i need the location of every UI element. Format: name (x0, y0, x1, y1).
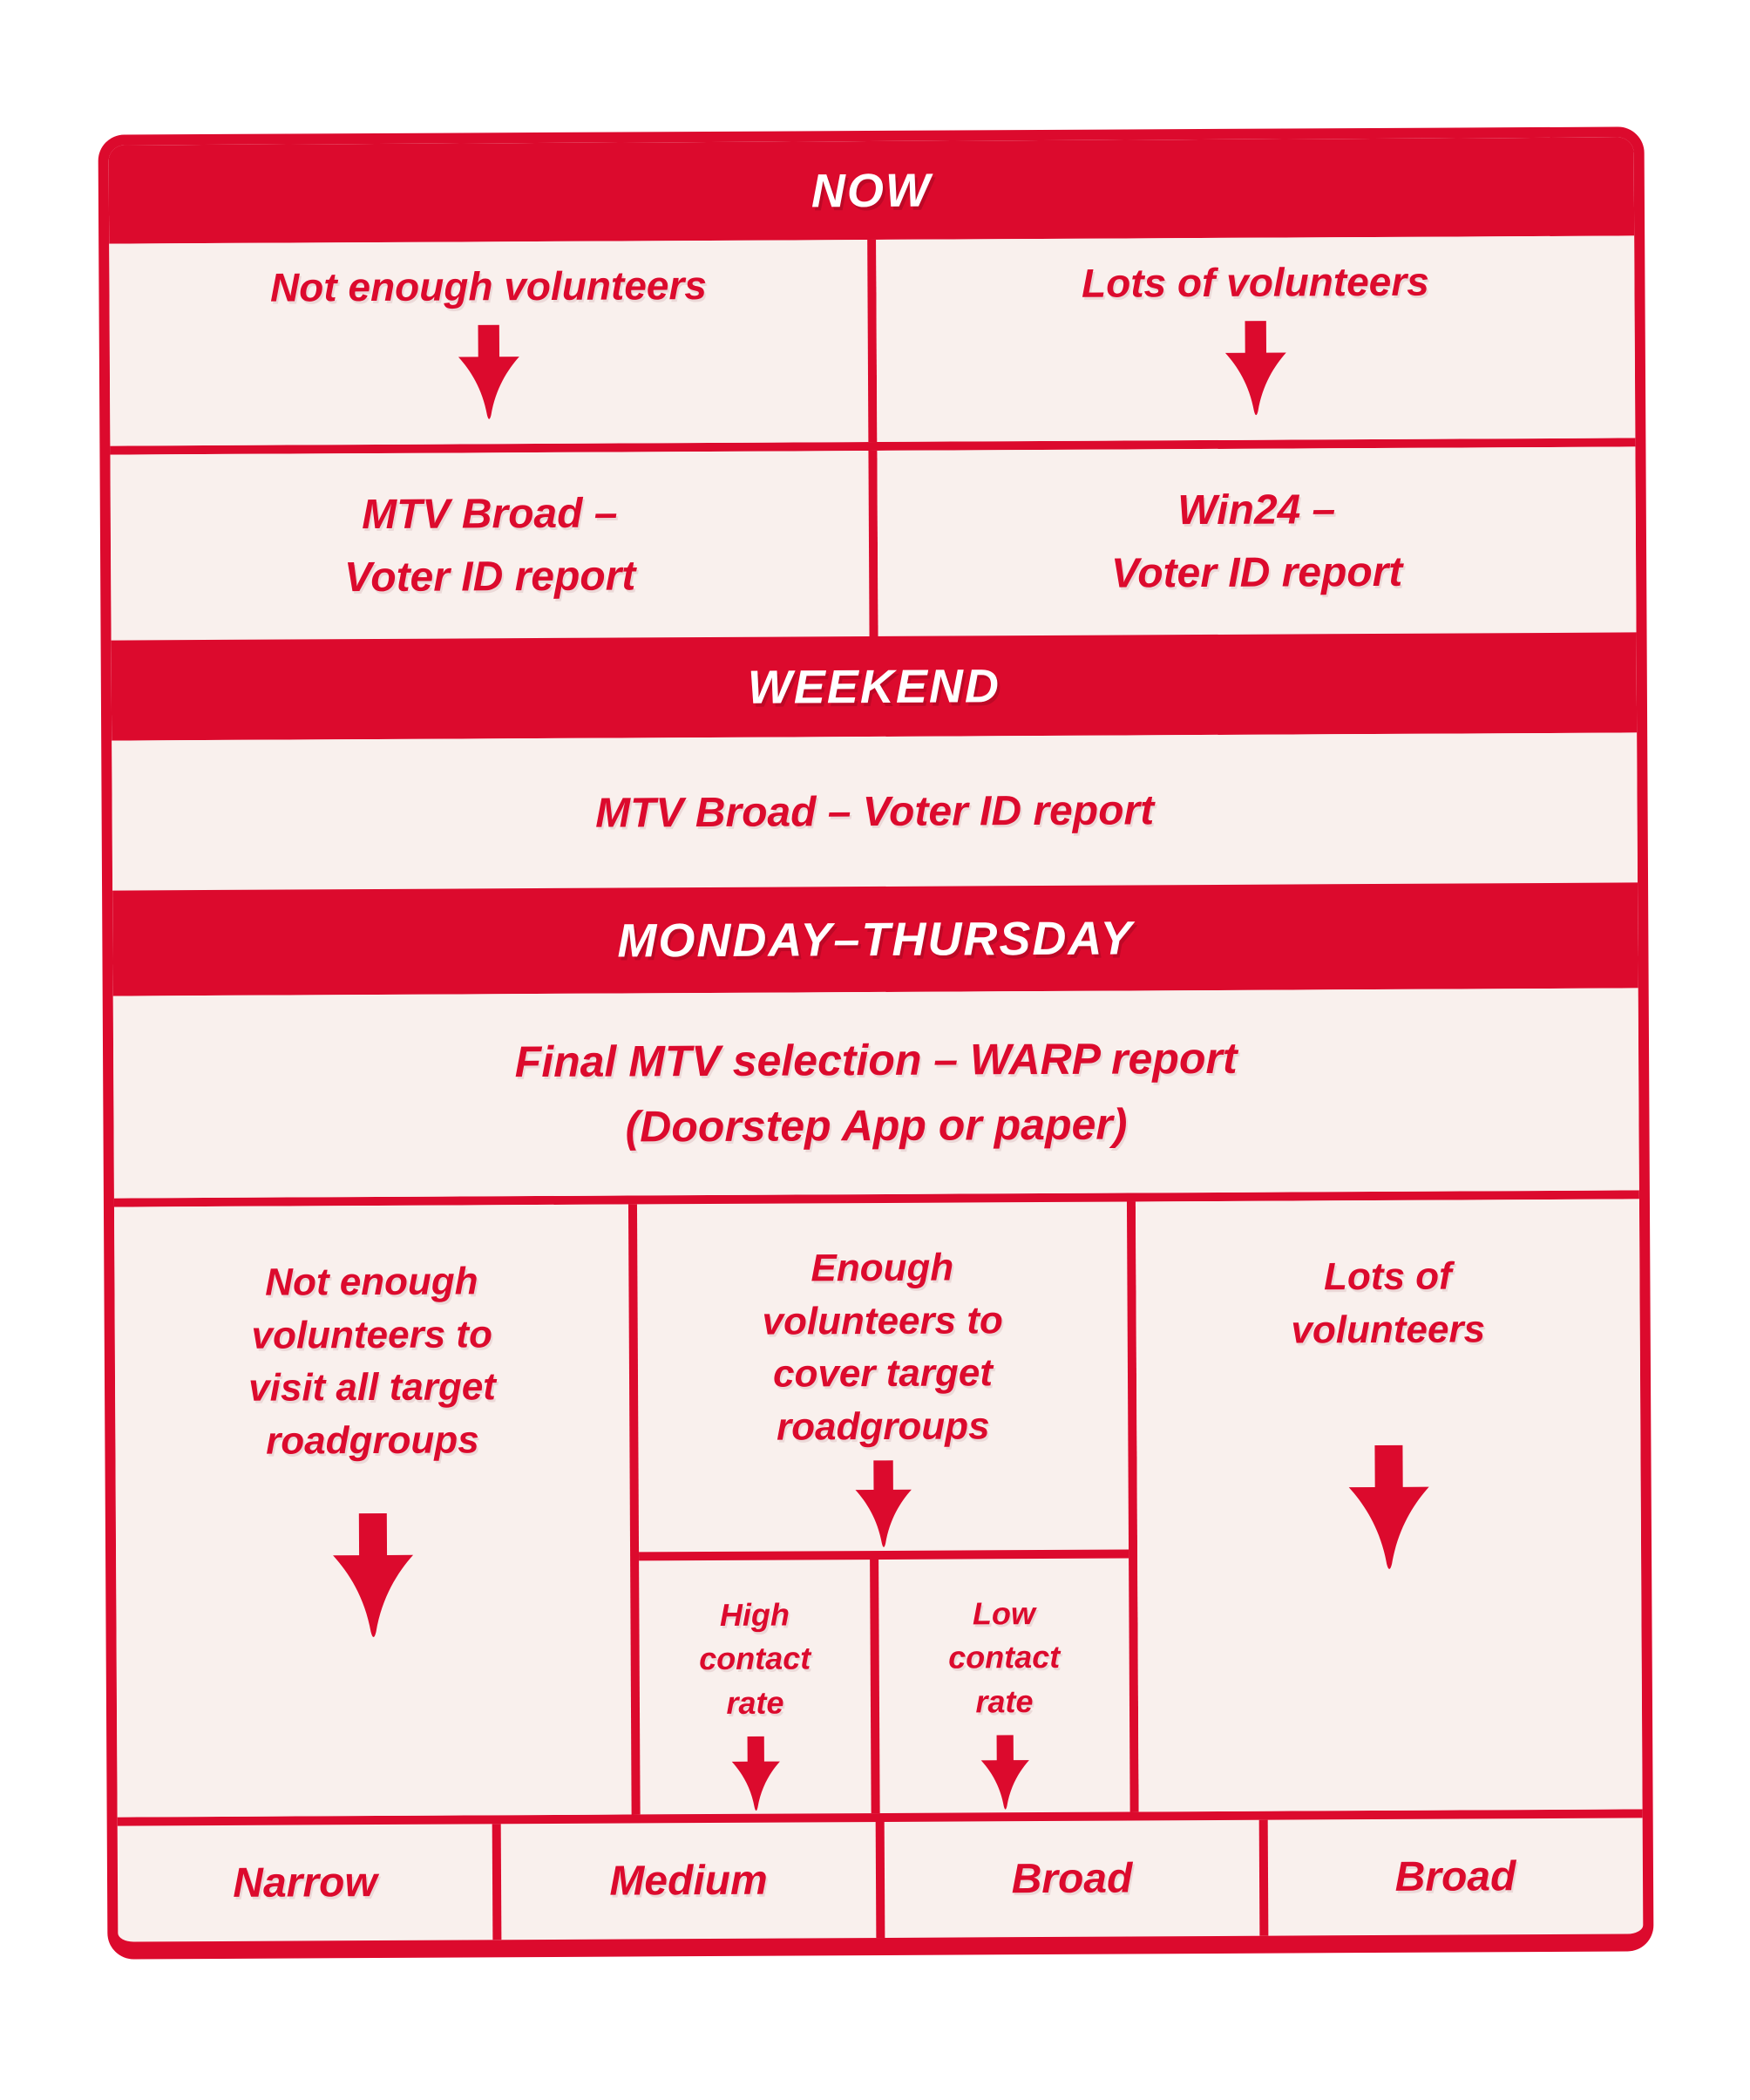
weekend-result-label: MTV Broad – Voter ID report (594, 786, 1155, 837)
outcome-label: Broad (1394, 1853, 1516, 1900)
now-condition-row: Not enough volunteers Lots of volunteers (109, 235, 1636, 455)
subbranch-high-contact-rate: High contact rate (639, 1559, 880, 1815)
branch-lots-of-volunteers: Lots of volunteers (1135, 1199, 1643, 1812)
condition-label: Low contact rate (948, 1594, 1061, 1720)
outcome-medium: Medium (500, 1822, 885, 1940)
outcomes-row: Narrow Medium Broad Broad (117, 1818, 1644, 1942)
condition-label: High contact rate (699, 1596, 811, 1721)
down-arrow-icon (1224, 321, 1286, 416)
down-arrow-icon (731, 1736, 780, 1811)
condition-label: Not enough volunteers (269, 262, 708, 310)
enough-volunteers-cell: Enough volunteers to cover target roadgr… (636, 1201, 1129, 1561)
down-arrow-icon (855, 1460, 912, 1547)
down-arrow-icon (980, 1735, 1029, 1810)
outcome-label: Medium (609, 1857, 768, 1905)
condition-label: Enough volunteers to cover target roadgr… (762, 1246, 1003, 1449)
mtv-decision-flowchart: NOW Not enough volunteers Lots of volunt… (98, 126, 1654, 1960)
now-branch-not-enough-volunteers: Not enough volunteers (109, 239, 878, 446)
result-label-line1: MTV Broad – (361, 490, 618, 538)
weekend-band-label: WEEKEND (747, 659, 1001, 714)
outcome-broad-1: Broad (884, 1819, 1269, 1938)
final-selection-line2: (Doorstep App or paper) (625, 1099, 1128, 1152)
monday-thursday-band-label: MONDAY–THURSDAY (617, 911, 1134, 968)
final-selection-cell: Final MTV selection – WARP report (Doors… (112, 988, 1639, 1199)
condition-label: Lots of volunteers (1291, 1254, 1486, 1352)
down-arrow-icon (1348, 1445, 1429, 1570)
down-arrow-icon (458, 324, 519, 419)
monday-thursday-band: MONDAY–THURSDAY (112, 882, 1638, 996)
now-result-row: MTV Broad – Voter ID report Win24 – Vote… (110, 446, 1637, 641)
branch-not-enough-volunteers: Not enough volunteers to visit all targe… (113, 1204, 641, 1818)
final-selection-line1: Final MTV selection – WARP report (514, 1033, 1238, 1087)
result-label-line1: Win24 – (1177, 486, 1336, 533)
result-win24-voter-id: Win24 – Voter ID report (877, 446, 1637, 636)
contact-rate-subrow: High contact rate Low contact rate (639, 1558, 1130, 1815)
weekend-result-row: MTV Broad – Voter ID report (112, 732, 1638, 891)
result-label-line2: Voter ID report (1110, 548, 1403, 597)
volunteer-branch-section: Not enough volunteers to visit all targe… (113, 1199, 1643, 1826)
down-arrow-icon (333, 1512, 414, 1637)
outcome-label: Broad (1011, 1855, 1133, 1903)
branch-enough-volunteers: Enough volunteers to cover target roadgr… (636, 1201, 1139, 1815)
result-mtv-broad-voter-id: MTV Broad – Voter ID report (110, 450, 878, 641)
now-branch-lots-of-volunteers: Lots of volunteers (876, 235, 1636, 442)
result-label-line2: Voter ID report (343, 552, 636, 601)
outcome-narrow: Narrow (117, 1824, 502, 1942)
subbranch-low-contact-rate: Low contact rate (878, 1558, 1130, 1813)
weekend-result-cell: MTV Broad – Voter ID report (112, 732, 1638, 891)
now-band: NOW (108, 137, 1635, 244)
condition-label: Not enough volunteers to visit all targe… (248, 1260, 497, 1463)
final-selection-row: Final MTV selection – WARP report (Doors… (112, 988, 1639, 1207)
condition-label: Lots of volunteers (1081, 258, 1429, 306)
now-band-label: NOW (811, 164, 933, 217)
weekend-band: WEEKEND (111, 632, 1638, 741)
outcome-broad-2: Broad (1268, 1818, 1644, 1935)
outcome-label: Narrow (233, 1859, 377, 1906)
